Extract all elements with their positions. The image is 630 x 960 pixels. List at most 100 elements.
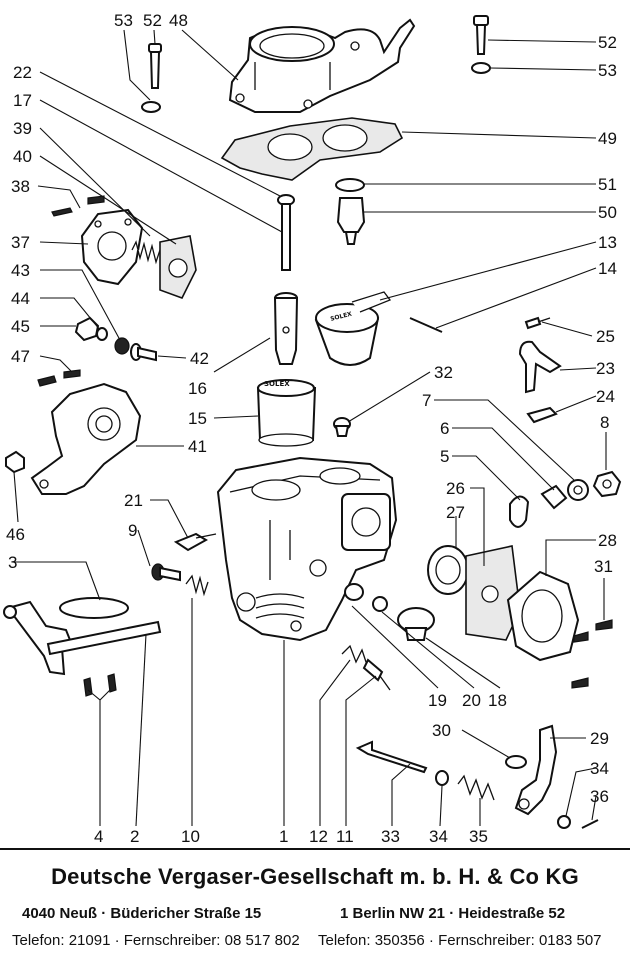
label-52-right: 52 <box>598 33 617 52</box>
part-number-labels: 53 52 48 52 53 22 17 39 40 49 38 51 50 3… <box>6 11 617 846</box>
label-11: 11 <box>336 827 354 846</box>
part-35-spring <box>457 774 495 801</box>
part-13-float <box>314 291 392 366</box>
part-41-pump-housing <box>30 382 142 495</box>
part-51-ring <box>335 178 365 192</box>
label-47: 47 <box>11 347 30 366</box>
label-20: 20 <box>462 691 481 710</box>
label-16: 16 <box>188 379 207 398</box>
phone-right: Telefon: 350356 · Fernschreiber: 0183 50… <box>318 932 602 949</box>
part-34-washer-a <box>435 770 449 786</box>
part-44-washer <box>96 327 108 341</box>
label-23: 23 <box>596 359 615 378</box>
part-10-spring <box>185 574 209 597</box>
part-8-nut <box>592 470 622 498</box>
label-9: 9 <box>128 521 137 540</box>
label-51: 51 <box>598 175 617 194</box>
part-15-venturi <box>256 379 317 447</box>
part-40-diaphragm <box>159 235 197 299</box>
part-5-plate <box>509 495 530 528</box>
label-5: 5 <box>440 447 449 466</box>
part-47-screws <box>37 369 81 387</box>
part-38-screws <box>51 195 105 217</box>
part-20-plug <box>372 596 388 612</box>
part-6-washer <box>540 484 568 510</box>
part-27-spring <box>427 545 469 595</box>
label-12: 12 <box>309 827 328 846</box>
label-21: 21 <box>124 491 143 510</box>
label-2: 2 <box>130 827 139 846</box>
label-30: 30 <box>432 721 451 740</box>
exploded-parts-diagram: SOLEX SOLEX 53 52 48 52 53 22 17 39 40 4… <box>3 11 622 846</box>
part-11-screw <box>362 658 391 691</box>
label-6: 6 <box>440 419 449 438</box>
part-9-screw <box>151 563 181 582</box>
label-36: 36 <box>590 787 609 806</box>
label-50: 50 <box>598 203 617 222</box>
part-4-screws <box>83 673 117 697</box>
part-53-washer-right <box>471 62 491 74</box>
part-23-lever <box>518 340 562 394</box>
label-3: 3 <box>8 553 17 572</box>
part-14-pin <box>409 317 443 333</box>
part-16-emulsion-tube <box>273 292 299 365</box>
label-31: 31 <box>594 557 613 576</box>
part-42-screw <box>130 343 157 362</box>
footer: Deutsche Vergaser-Gesellschaft m. b. H. … <box>0 848 630 960</box>
leader-lines <box>13 29 607 827</box>
label-13: 13 <box>598 233 617 252</box>
label-42: 42 <box>190 349 209 368</box>
label-39: 39 <box>13 119 32 138</box>
label-27: 27 <box>446 503 465 522</box>
part-22-jet <box>277 194 295 271</box>
label-14: 14 <box>598 259 617 278</box>
part-2-throttle-shaft <box>3 600 162 676</box>
label-46: 46 <box>6 525 25 544</box>
label-34-right: 34 <box>590 759 609 778</box>
venturi-stamp: SOLEX <box>264 380 290 388</box>
label-53-right: 53 <box>598 61 617 80</box>
label-33: 33 <box>381 827 400 846</box>
part-28-enrichment-cover <box>506 570 580 662</box>
label-28: 28 <box>598 531 617 550</box>
part-7-lockwasher <box>567 479 589 501</box>
part-52-screw-right <box>473 15 489 55</box>
label-25: 25 <box>596 327 615 346</box>
part-12-spring <box>341 644 369 669</box>
label-44: 44 <box>11 289 30 308</box>
label-48: 48 <box>169 11 188 30</box>
part-32-jet <box>333 417 351 437</box>
part-43-ring <box>114 337 130 355</box>
label-29: 29 <box>590 729 609 748</box>
part-1-carburetor-body <box>216 456 398 642</box>
label-53-top: 53 <box>114 11 133 30</box>
part-50-needle-valve <box>336 197 366 245</box>
label-19: 19 <box>428 691 447 710</box>
label-10: 10 <box>181 827 200 846</box>
part-46-nut <box>5 450 25 474</box>
label-15: 15 <box>188 409 207 428</box>
part-19-ring <box>344 583 364 601</box>
part-45-nut <box>74 316 100 342</box>
part-53-washer-left <box>141 101 161 113</box>
phone-left: Telefon: 21091 · Fernschreiber: 08 517 8… <box>12 932 300 949</box>
part-52-screw-left <box>148 43 162 89</box>
part-18-cap <box>397 607 435 641</box>
part-36-pin <box>581 819 599 829</box>
label-22: 22 <box>13 63 32 82</box>
label-38: 38 <box>11 177 30 196</box>
label-8: 8 <box>600 413 609 432</box>
part-29-pump-lever <box>514 724 558 816</box>
part-33-pump-rod <box>355 740 428 774</box>
part-25-screw <box>524 316 551 330</box>
label-37: 37 <box>11 233 30 252</box>
part-31-screws <box>571 619 613 689</box>
part-21-idle-screw <box>173 532 217 552</box>
address-right: 1 Berlin NW 21 · Heidestraße 52 <box>340 905 566 922</box>
label-1: 1 <box>279 827 288 846</box>
label-35: 35 <box>469 827 488 846</box>
label-32: 32 <box>434 363 453 382</box>
label-40: 40 <box>13 147 32 166</box>
label-4: 4 <box>94 827 103 846</box>
label-43: 43 <box>11 261 30 280</box>
